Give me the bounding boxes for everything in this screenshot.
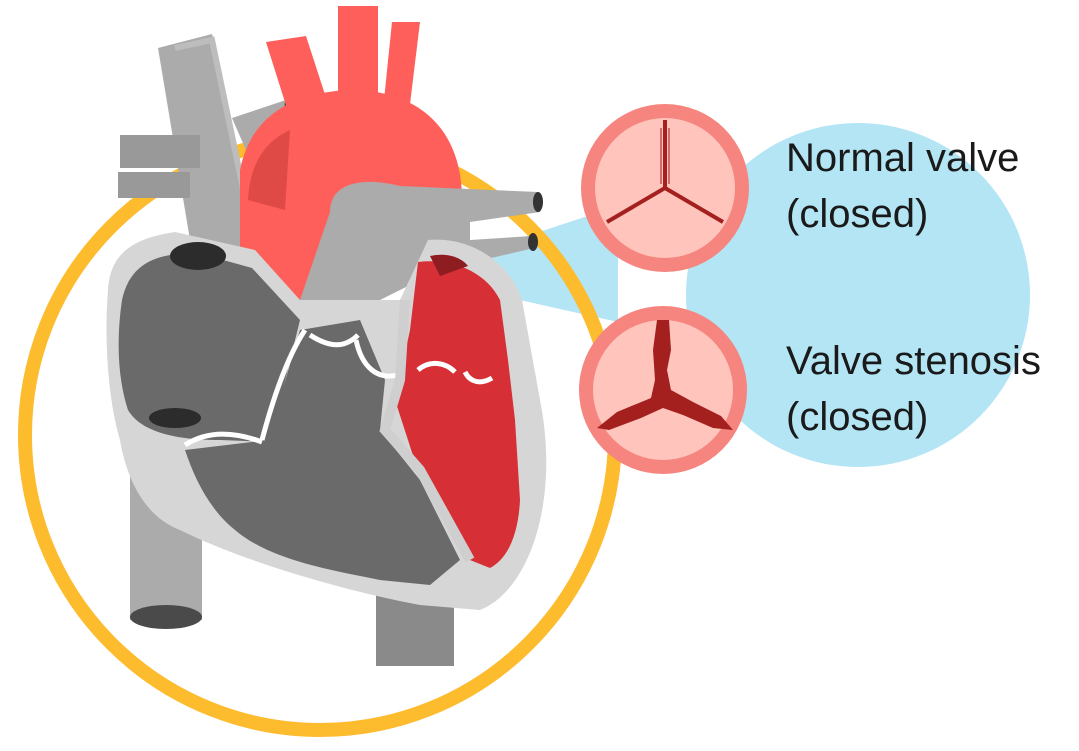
valve-stenosis-label: Valve stenosis (closed) <box>786 333 1041 445</box>
normal-valve-icon <box>581 104 749 272</box>
heart-anatomy-icon <box>106 6 547 666</box>
normal-valve-label-line2: (closed) <box>786 192 929 236</box>
normal-valve-label: Normal valve (closed) <box>786 130 1019 242</box>
stenosis-valve-icon <box>579 306 747 474</box>
normal-valve-label-line1: Normal valve <box>786 136 1020 180</box>
valve-stenosis-label-line2: (closed) <box>786 395 929 439</box>
valve-stenosis-label-line1: Valve stenosis <box>786 339 1041 383</box>
